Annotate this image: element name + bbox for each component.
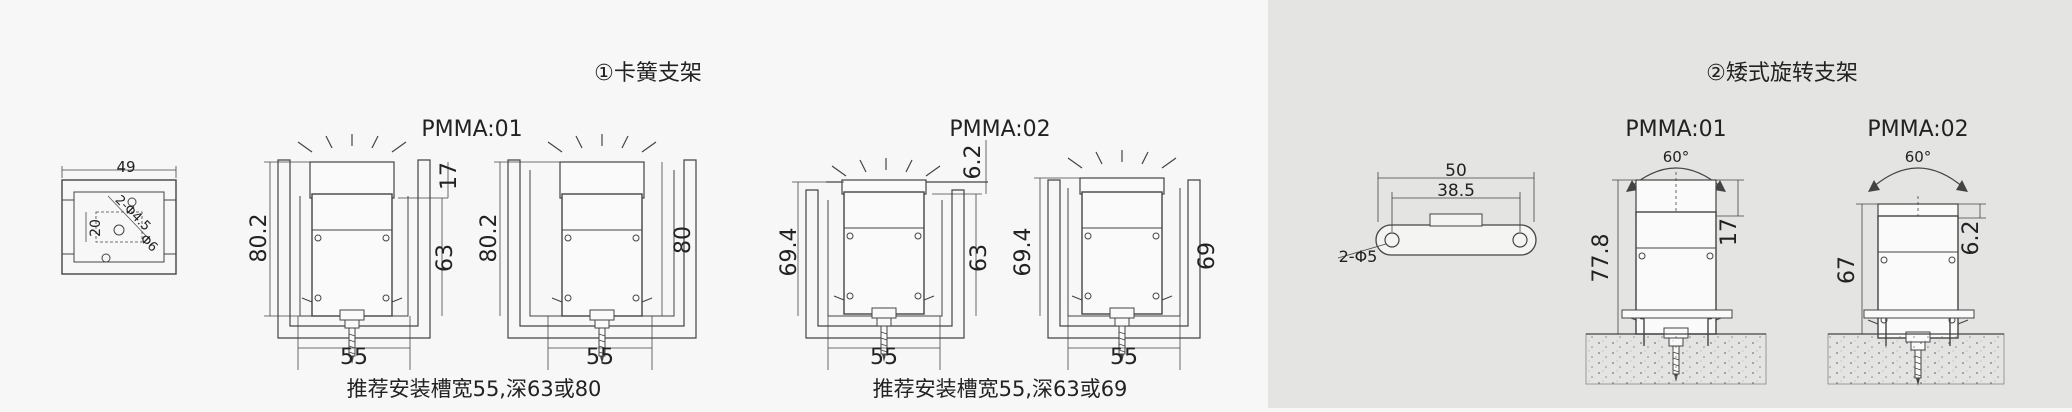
s2-v2-drawing — [1827, 167, 2005, 387]
bracket-hole-label: 2-Φ5 — [1339, 247, 1378, 266]
s1-v2-model-label: PMMA:02 — [949, 117, 1050, 142]
s1-v1-depth-a: 80.2 — [247, 214, 272, 263]
s1-v1-width-b: 55 — [586, 345, 614, 370]
s1-v2-recommendation: 推荐安装槽宽55,深63或69 — [873, 377, 1128, 401]
s1-v2-light-height: 6.2 — [961, 145, 986, 180]
s1-v1-depth-d: 80 — [671, 226, 696, 254]
s2-v1-angle-label: 60° — [1663, 148, 1690, 166]
s2-v1-drawing — [1585, 167, 1767, 385]
s2-v2-angle-label: 60° — [1905, 148, 1932, 166]
s1-v2-depth-c: 69.4 — [1011, 228, 1036, 277]
s2-v1-total-height: 77.8 — [1589, 234, 1614, 283]
s1-v2-width-b: 55 — [1110, 345, 1138, 370]
bracket-hole-spacing: 38.5 — [1437, 181, 1475, 201]
s1-v1-width-a: 55 — [340, 345, 368, 370]
mounting-plate-drawing — [61, 166, 177, 275]
section1-title: ①卡簧支架 — [594, 61, 702, 86]
section2-title: ②矮式旋转支架 — [1706, 61, 1858, 86]
bracket-plate-drawing — [1337, 172, 1537, 259]
s1-v2-depth-a: 69.4 — [777, 228, 802, 277]
s1-v1-drawing-b — [494, 133, 697, 370]
s1-v1-light-height: 17 — [437, 162, 462, 190]
plate-width-label: 49 — [116, 158, 135, 176]
s1-v1-model-label: PMMA:01 — [421, 117, 522, 142]
s1-v2-width-a: 55 — [870, 345, 898, 370]
s1-v1-depth-b: 63 — [433, 244, 458, 272]
plate-height-label: 20 — [88, 219, 104, 237]
s1-v2-depth-b: 63 — [967, 244, 992, 272]
s1-v1-drawing-a — [264, 133, 449, 370]
s1-v1-recommendation: 推荐安装槽宽55,深63或80 — [347, 377, 602, 401]
s2-v1-model-label: PMMA:01 — [1625, 117, 1726, 142]
s1-v2-drawing-d — [1034, 149, 1201, 370]
s1-v2-drawing-c — [792, 140, 988, 370]
bracket-outer-width: 50 — [1445, 161, 1467, 181]
s2-v2-model-label: PMMA:02 — [1867, 117, 1968, 142]
s1-v1-depth-c: 80.2 — [477, 214, 502, 263]
s2-v2-light-height: 6.2 — [1959, 221, 1984, 256]
s1-v2-depth-d: 69 — [1195, 242, 1220, 270]
s2-v2-total-height: 67 — [1835, 256, 1860, 284]
s2-v1-light-height: 17 — [1717, 218, 1742, 246]
